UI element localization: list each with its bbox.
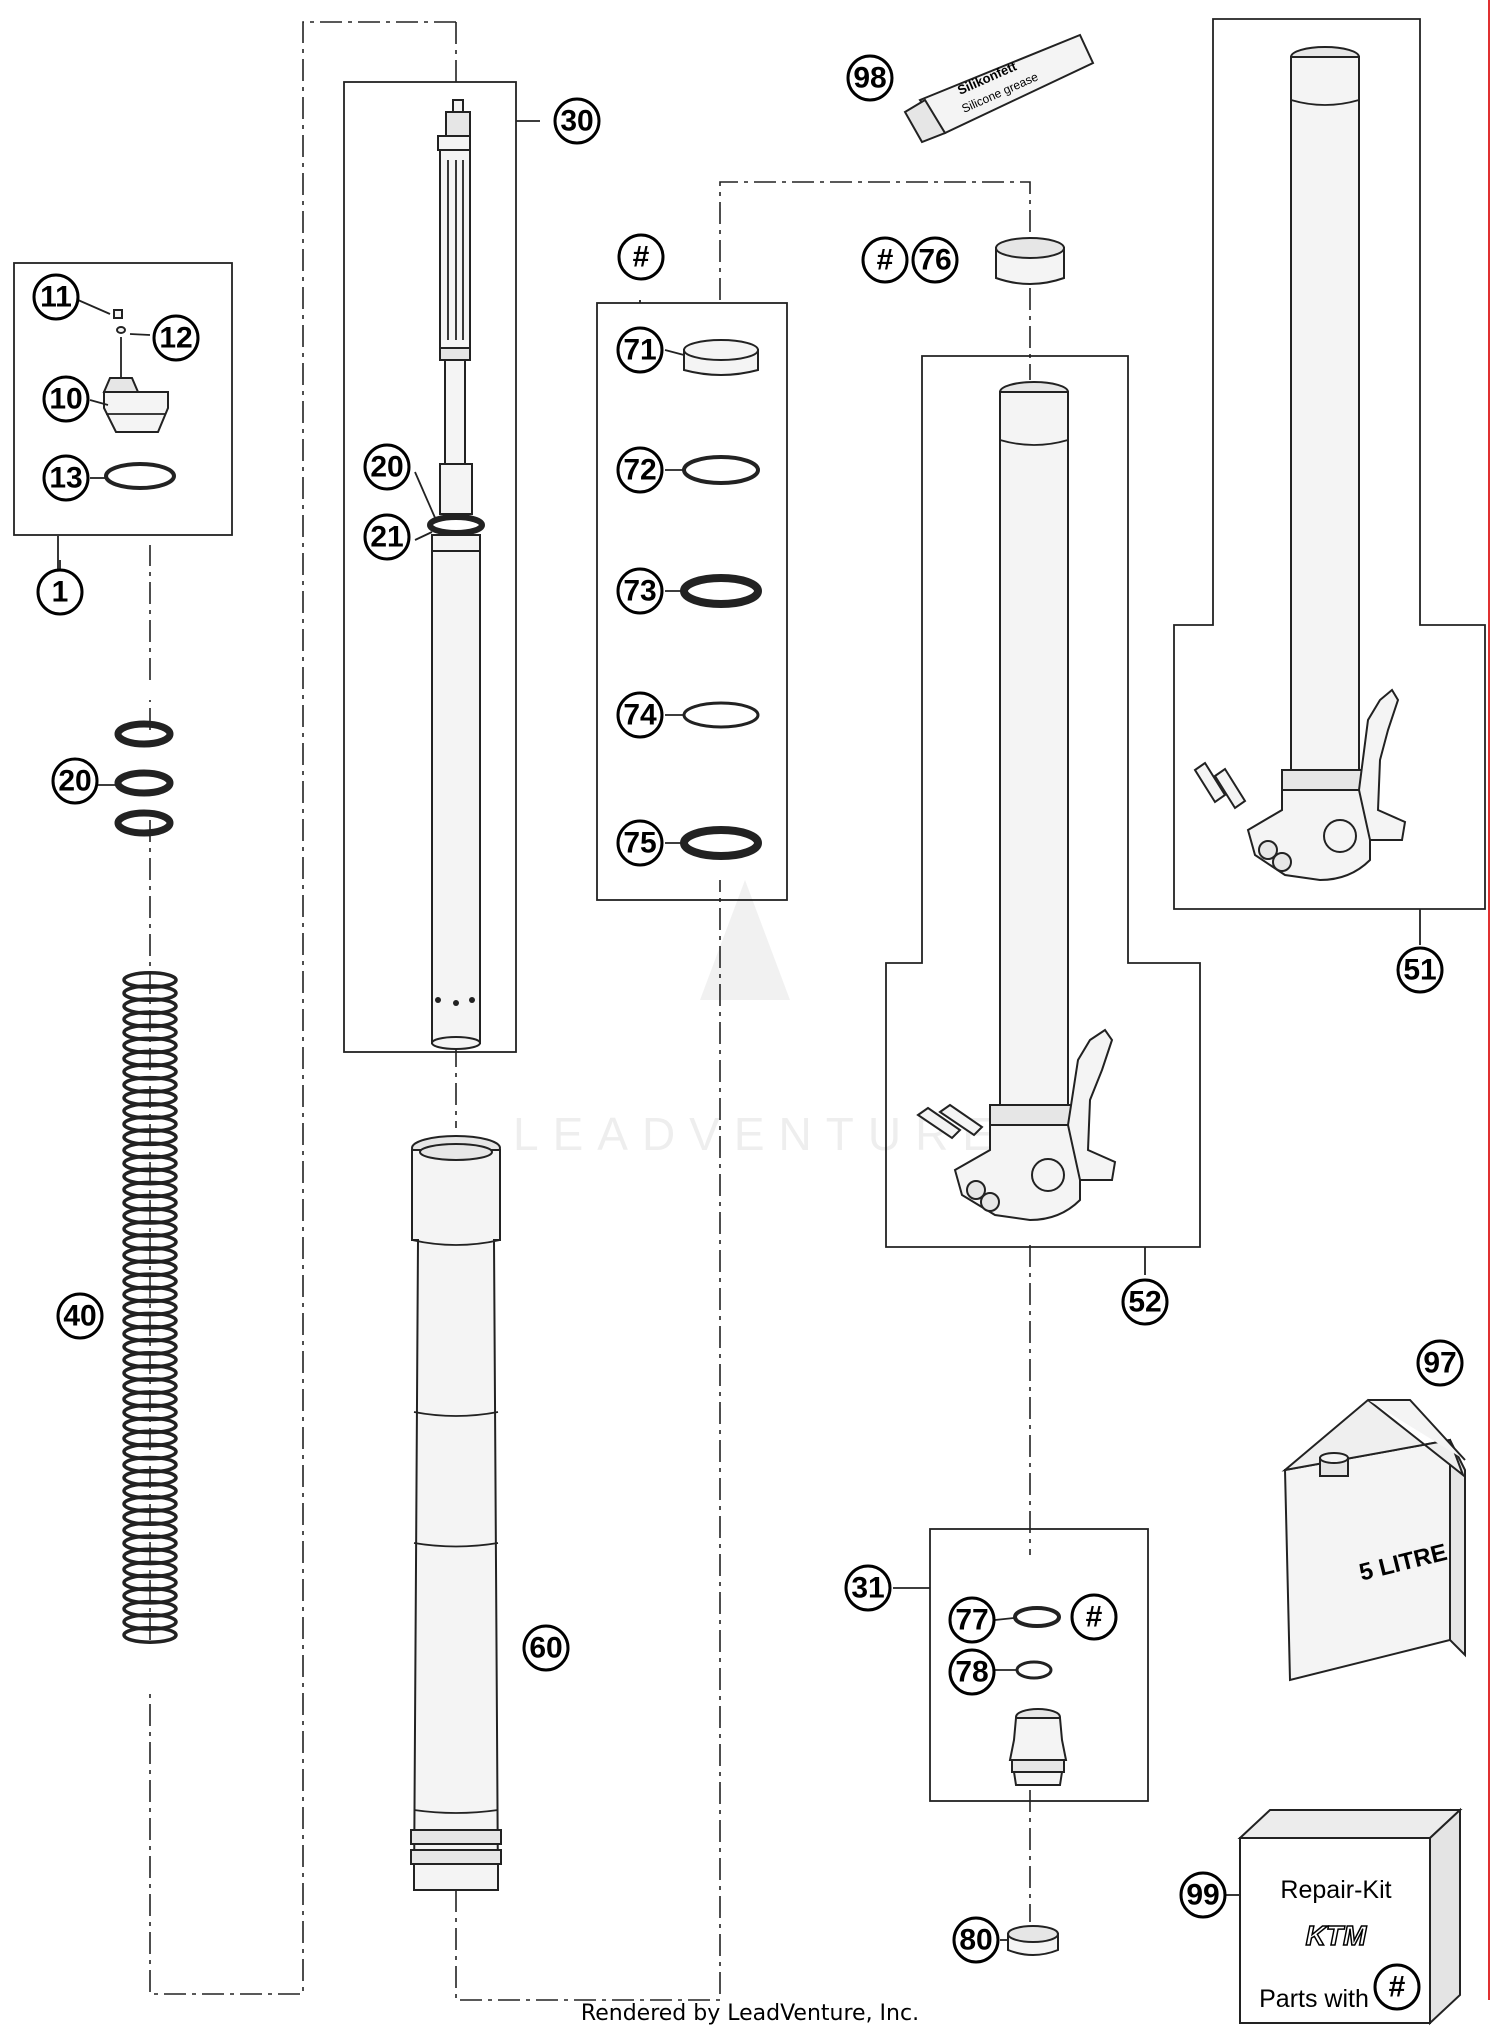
svg-text:13: 13: [49, 462, 82, 495]
callout-78: 78: [948, 1648, 996, 1696]
fork-leg-52: [916, 381, 1117, 1222]
svg-text:51: 51: [1403, 954, 1436, 987]
callout-60: 60: [522, 1624, 570, 1672]
frame-bushings-seals: [596, 302, 788, 901]
compression-valve-parts: [1008, 1606, 1068, 1786]
callout-75: 75: [616, 819, 664, 867]
callout-72: 72: [616, 446, 664, 494]
frame-screw-cap: [13, 262, 233, 536]
callouts: 11 12 10 13 1 20 40 30 20 21 60 98 # 71 …: [32, 54, 1464, 2011]
callout-30: 30: [553, 97, 601, 145]
callout-hash-76: #: [861, 236, 909, 284]
callout-77: 77: [948, 1596, 996, 1644]
svg-text:#: #: [1389, 1971, 1406, 2004]
callout-1: 1: [36, 568, 84, 616]
svg-text:10: 10: [49, 383, 82, 416]
svg-text:20: 20: [58, 765, 91, 798]
svg-text:77: 77: [955, 1604, 988, 1637]
callout-12: 12: [152, 314, 200, 362]
guide-bushing: [995, 237, 1065, 285]
assembly-lines: [149, 21, 1031, 2001]
bushing-seal-parts: [680, 339, 762, 860]
callout-hash-kit: #: [1373, 1963, 1421, 2011]
screw-cap-parts: [102, 309, 176, 490]
repair-kit-title: Repair-Kit: [1280, 1876, 1391, 1904]
repair-kit-parts-with: Parts with: [1259, 1985, 1369, 2013]
callout-40: 40: [56, 1292, 104, 1340]
svg-text:71: 71: [623, 334, 656, 367]
callout-80: 80: [952, 1916, 1000, 1964]
callout-99: 99: [1179, 1871, 1227, 1919]
group-frames: [13, 18, 1486, 1802]
svg-text:97: 97: [1423, 1347, 1456, 1380]
svg-text:52: 52: [1128, 1286, 1161, 1319]
svg-text:#: #: [633, 241, 650, 274]
svg-text:20: 20: [370, 451, 403, 484]
callout-98: 98: [846, 54, 894, 102]
svg-text:40: 40: [63, 1300, 96, 1333]
callout-31: 31: [844, 1564, 892, 1612]
footer-rendered-by: Rendered by LeadVenture, Inc.: [580, 2001, 920, 2026]
svg-text:31: 31: [851, 1572, 884, 1605]
fork-spring: [122, 971, 178, 1644]
fork-leg-51: [1193, 46, 1407, 882]
watermark: LEADVENTURE: [513, 880, 1007, 1160]
svg-text:76: 76: [918, 244, 951, 277]
callout-76: 76: [911, 236, 959, 284]
callout-97: 97: [1416, 1339, 1464, 1387]
callout-52: 52: [1121, 1278, 1169, 1326]
frame-compression-valve: [929, 1528, 1149, 1802]
callout-73: 73: [616, 567, 664, 615]
callout-51: 51: [1396, 946, 1444, 994]
watermark-text: LEADVENTURE: [513, 1108, 1007, 1160]
callout-20-cartridge: 20: [363, 443, 411, 491]
damper-cartridge: [427, 99, 485, 1050]
outer-tube: [410, 1135, 502, 1891]
svg-text:30: 30: [560, 105, 593, 138]
svg-text:99: 99: [1186, 1879, 1219, 1912]
svg-text:#: #: [877, 244, 894, 277]
seal-ring-80: [1007, 1925, 1059, 1956]
svg-text:12: 12: [159, 322, 192, 355]
svg-text:60: 60: [529, 1632, 562, 1665]
svg-text:73: 73: [623, 575, 656, 608]
svg-text:78: 78: [955, 1656, 988, 1689]
callout-13: 13: [42, 454, 90, 502]
callout-10: 10: [42, 375, 90, 423]
callout-21: 21: [363, 513, 411, 561]
svg-text:21: 21: [370, 521, 403, 554]
spacer-washers: [114, 720, 174, 837]
svg-text:11: 11: [40, 281, 72, 314]
callout-hash-77: #: [1070, 1593, 1118, 1641]
oil-can: 5 LITRE: [1281, 1398, 1466, 1682]
svg-text:98: 98: [853, 62, 886, 95]
callout-71: 71: [616, 326, 664, 374]
leader-lines: [59, 120, 1421, 1941]
svg-text:80: 80: [959, 1924, 992, 1957]
svg-text:72: 72: [623, 454, 656, 487]
callout-11: 11: [32, 273, 80, 321]
svg-text:75: 75: [623, 827, 656, 860]
frame-damper-cartridge: [343, 81, 517, 1053]
grease-tube: Silikonfett Silicone grease: [903, 33, 1095, 144]
repair-kit-box: Repair-Kit KTM Parts with: [1237, 1807, 1463, 2026]
repair-kit-brand: KTM: [1306, 1920, 1367, 1951]
frame-fork-leg-52: [885, 355, 1201, 1248]
svg-text:#: #: [1086, 1601, 1103, 1634]
callout-74: 74: [616, 691, 664, 739]
callout-hash-group: #: [617, 233, 665, 281]
svg-text:1: 1: [52, 576, 69, 609]
frame-fork-leg-51: [1173, 18, 1486, 910]
callout-20-spacers: 20: [51, 757, 99, 805]
spring-coil: [122, 1626, 178, 1644]
svg-text:74: 74: [623, 699, 657, 732]
